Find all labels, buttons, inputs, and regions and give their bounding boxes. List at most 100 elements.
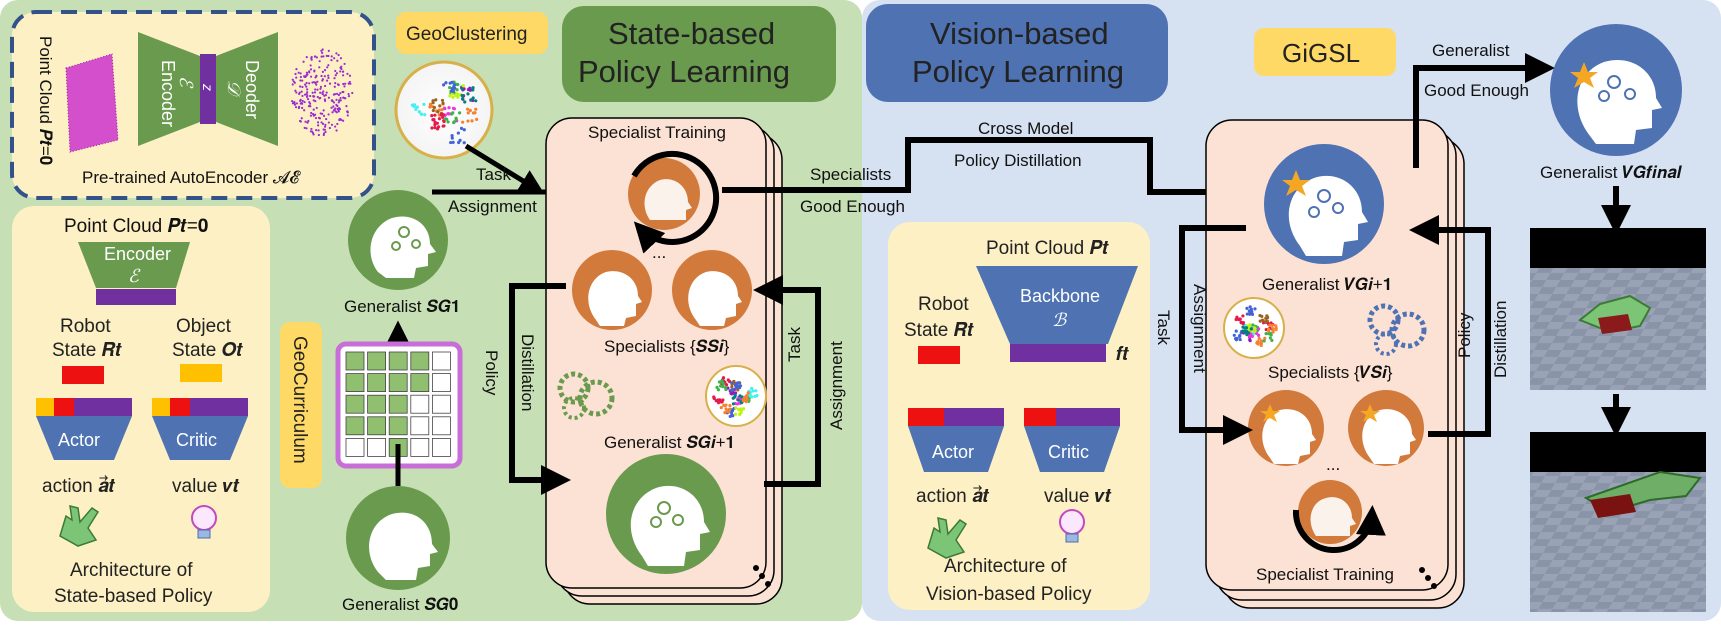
sa-point-cloud: Point Cloud 𝑷𝒕=𝟎 <box>64 216 208 237</box>
specialists-good-1: Specialists <box>810 165 891 184</box>
vs-task-label: Task <box>1154 310 1173 345</box>
state-specialist-stack: Specialist Training ... Specialists {𝑺𝑺𝒊… <box>545 117 783 605</box>
state-task-assignment-arrow <box>753 275 821 487</box>
cross-model-distillation-arrow <box>722 137 1249 207</box>
robot-hand-icon <box>59 505 100 547</box>
va-feature: 𝒇𝒕 <box>1116 344 1130 365</box>
vs-assignment-label: Assignment <box>1190 284 1209 373</box>
sa-encoder-symbol: ℰ <box>128 266 141 286</box>
generalist-good-2: Good Enough <box>1424 81 1529 100</box>
gigsl-tag: GiGSL <box>1254 28 1396 76</box>
ss-policy-label: Policy <box>482 350 501 396</box>
ss-task-label: Task <box>785 327 804 362</box>
vision-specialist-stack: Generalist 𝑽𝑮𝒊+𝟏 Specialists {𝑽𝑺𝒊} ... S <box>1205 119 1465 609</box>
sa-caption-2: State-based Policy <box>54 586 213 607</box>
svg-text:GeoCurriculum: GeoCurriculum <box>289 336 310 464</box>
clustering-arrow <box>464 143 545 194</box>
generalist-sg0-label: Generalist 𝑺𝑮𝟎 <box>342 595 458 614</box>
ss-assignment-label: Assignment <box>827 341 846 430</box>
geocurriculum-tag: GeoCurriculum <box>280 322 322 488</box>
sa-robot-bar <box>62 366 104 384</box>
vision-policy-distillation-arrow <box>1409 215 1491 437</box>
gears-icon-vision <box>1367 303 1427 356</box>
vision-task-assignment-arrow <box>1179 225 1253 445</box>
specialists-good-2: Good Enough <box>800 197 905 216</box>
vs-specialists: Specialists {𝑽𝑺𝒊} <box>1268 363 1393 382</box>
svg-text:GeoClustering: GeoClustering <box>406 24 527 45</box>
va-robot-1: Robot <box>918 294 969 315</box>
cross-model-2: Policy Distillation <box>954 151 1082 170</box>
vs-policy-label: Policy <box>1455 312 1474 358</box>
ae-decoder-symbol: 𝒟 <box>224 80 244 98</box>
va-backbone: Backbone <box>1020 286 1100 306</box>
ae-encoder-symbol: ℰ <box>176 76 196 89</box>
sa-value: value 𝒗𝒕 <box>172 476 240 497</box>
vs-generalist-next: Generalist 𝑽𝑮𝒊+𝟏 <box>1262 275 1392 294</box>
sa-action: action 𝒂⃗𝒕 <box>42 475 116 497</box>
va-robot-2: State 𝑹𝒕 <box>904 320 974 341</box>
cluster-icon-vision <box>1223 297 1285 359</box>
ae-caption: Pre-trained AutoEncoder 𝓐𝓔 <box>82 168 301 187</box>
sa-latent-bar <box>96 289 176 305</box>
vs-distillation-label: Distillation <box>1491 301 1510 378</box>
sa-robot-2: State 𝑹𝒕 <box>52 340 122 361</box>
generalist-final-label: Generalist 𝑽𝑮𝒇𝒊𝒏𝒂𝒍 <box>1540 163 1683 182</box>
ss-training-label: Specialist Training <box>588 123 726 142</box>
vision-title-box: Vision-based Policy Learning <box>866 4 1168 102</box>
vision-training-icon <box>1292 480 1386 553</box>
ss-distillation-label: Distillation <box>518 334 537 411</box>
point-cloud-output-icon <box>291 48 354 137</box>
sa-caption-1: Architecture of <box>70 560 193 581</box>
sa-object-2: State 𝑶𝒕 <box>172 340 244 361</box>
vision-title-2: Policy Learning <box>912 54 1124 89</box>
va-critic: Critic <box>1048 442 1089 462</box>
sa-actor: Actor <box>58 430 100 450</box>
sa-object-1: Object <box>176 316 232 337</box>
sa-encoder: Encoder <box>104 244 171 264</box>
specialist-icon-1 <box>572 250 652 330</box>
state-policy-distillation-arrow <box>509 283 571 495</box>
va-action: action 𝒂⃗𝒕 <box>916 485 990 507</box>
geoclustering-tag: GeoClustering <box>396 12 548 54</box>
ae-decoder-label: Deoder <box>242 60 262 119</box>
va-actor: Actor <box>932 442 974 462</box>
simulation-image-1 <box>1530 228 1706 390</box>
vision-architecture-box: Point Cloud 𝑷𝒕 Backbone ℬ 𝒇𝒕 Robot State… <box>888 222 1150 610</box>
cluster-icon-small <box>705 365 767 427</box>
sa-object-bar <box>180 364 222 382</box>
ae-encoder-label: Encoder <box>158 60 178 127</box>
va-caption-1: Architecture of <box>944 556 1067 577</box>
vs-ellipsis: ... <box>1326 455 1340 474</box>
va-feature-bar <box>1010 344 1106 362</box>
generalist-good-1: Generalist <box>1432 41 1510 60</box>
specialist-training-icon <box>628 150 720 254</box>
ae-point-cloud-label: Point Cloud 𝑷𝒕=𝟎 <box>36 36 55 165</box>
lightbulb-icon <box>191 505 217 539</box>
cluster-icon <box>394 60 494 160</box>
sa-robot-1: Robot <box>60 316 111 337</box>
brain-icon-sg0 <box>346 486 450 590</box>
vision-specialist-icon-1 <box>1248 390 1324 466</box>
ss-ellipsis: ... <box>652 243 666 262</box>
va-robot-bar <box>918 346 960 364</box>
gears-icon <box>557 371 615 420</box>
autoencoder-box: Point Cloud 𝑷𝒕=𝟎 Encoder ℰ z Deoder 𝒟 Pr… <box>10 10 376 200</box>
lightbulb-icon-vision <box>1059 509 1085 543</box>
cross-model-1: Cross Model <box>978 119 1073 138</box>
vision-title-1: Vision-based <box>930 16 1109 51</box>
state-architecture-box: Point Cloud 𝑷𝒕=𝟎 Encoder ℰ Robot State 𝑹… <box>12 206 270 612</box>
svg-text:GiGSL: GiGSL <box>1282 38 1360 68</box>
ss-specialists-label: Specialists {𝑺𝑺𝒊} <box>604 337 730 356</box>
generalist-sg1-label: Generalist 𝑺𝑮𝟏 <box>344 297 460 316</box>
ae-z-label: z <box>200 83 216 91</box>
ss-generalist-next-label: Generalist 𝑺𝑮𝒊+𝟏 <box>604 433 735 452</box>
va-value: value 𝒗𝒕 <box>1044 486 1112 507</box>
vision-specialist-icon-2 <box>1348 390 1424 466</box>
final-generalist-icon <box>1550 24 1682 156</box>
va-point-cloud: Point Cloud 𝑷𝒕 <box>986 238 1109 259</box>
point-cloud-icon <box>65 53 119 153</box>
simulation-image-2 <box>1530 432 1706 612</box>
sa-critic: Critic <box>176 430 217 450</box>
state-title-box: State-based Policy Learning <box>562 6 836 102</box>
